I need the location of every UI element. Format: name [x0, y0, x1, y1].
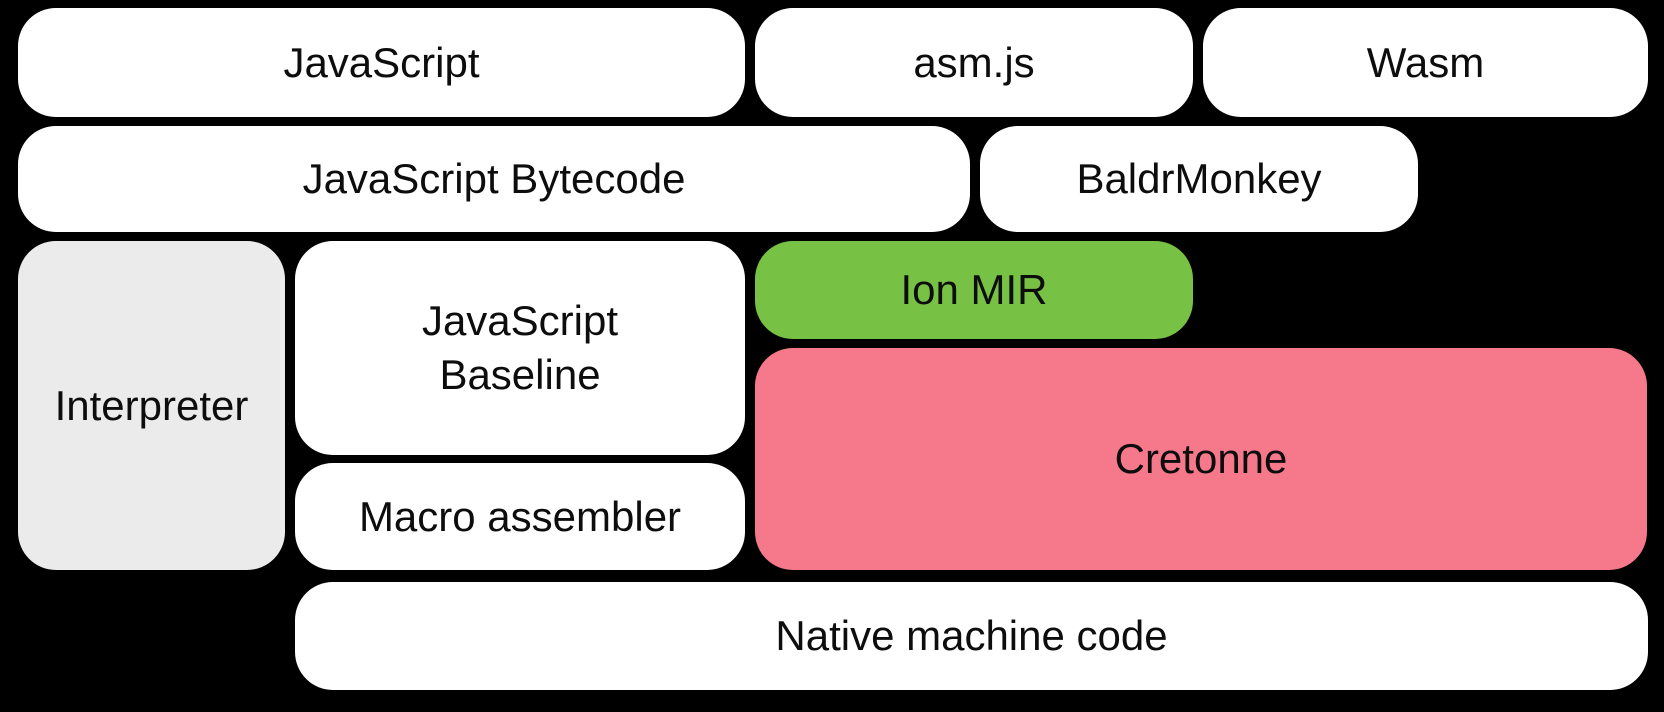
node-native-machine-code: Native machine code: [295, 582, 1648, 690]
node-ion-mir: Ion MIR: [755, 241, 1193, 339]
node-javascript-label: JavaScript: [283, 38, 480, 86]
node-interpreter: Interpreter: [18, 241, 285, 570]
node-javascript-baseline-label: JavaScript Baseline: [421, 297, 619, 398]
node-interpreter-label: Interpreter: [54, 381, 249, 429]
node-baldrmonkey: BaldrMonkey: [980, 126, 1418, 232]
node-cretonne-label: Cretonne: [1114, 435, 1288, 483]
node-macro-assembler: Macro assembler: [295, 463, 745, 570]
node-javascript-baseline: JavaScript Baseline: [295, 241, 745, 455]
node-javascript: JavaScript: [18, 8, 745, 117]
node-baldrmonkey-label: BaldrMonkey: [1076, 155, 1322, 203]
node-cretonne: Cretonne: [755, 348, 1647, 570]
node-macro-assembler-label: Macro assembler: [358, 492, 682, 540]
node-javascript-bytecode: JavaScript Bytecode: [18, 126, 970, 232]
node-asmjs-label: asm.js: [913, 38, 1035, 86]
node-native-machine-code-label: Native machine code: [775, 612, 1168, 660]
node-wasm: Wasm: [1203, 8, 1648, 117]
node-asmjs: asm.js: [755, 8, 1193, 117]
node-javascript-bytecode-label: JavaScript Bytecode: [302, 155, 686, 203]
node-ion-mir-label: Ion MIR: [900, 266, 1048, 314]
node-wasm-label: Wasm: [1366, 38, 1485, 86]
